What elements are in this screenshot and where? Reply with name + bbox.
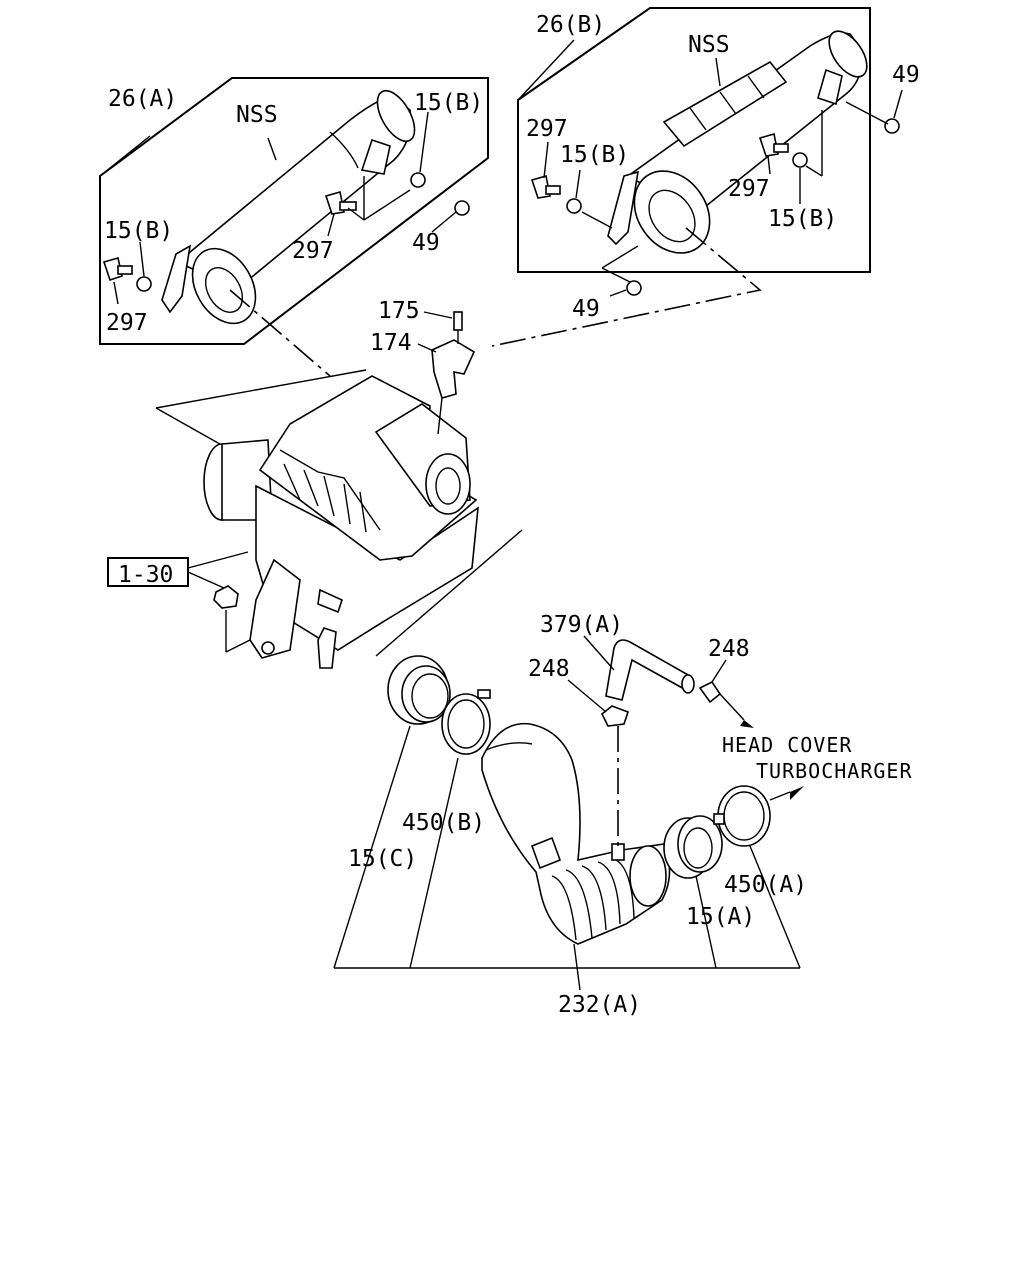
label-49-a: 49 (412, 230, 440, 256)
label-15c: 15(C) (348, 846, 417, 872)
label-450a: 450(A) (724, 872, 807, 898)
label-head-cover: HEAD COVER (722, 733, 852, 757)
drain-valve (317, 627, 337, 669)
label-248-left: 248 (528, 656, 570, 682)
label-175: 175 (378, 298, 420, 324)
bolt-297-left (102, 256, 133, 282)
label-nss-b: NSS (688, 32, 730, 58)
label-297-left-b: 297 (526, 116, 568, 142)
sensor-174 (431, 311, 476, 399)
label-1-30: 1-30 (118, 562, 173, 588)
nut-15b-left (136, 276, 152, 292)
duct-26b (607, 30, 868, 254)
label-248-right: 248 (708, 636, 750, 662)
label-297-left-a: 297 (106, 310, 148, 336)
nut-15b-right-b (792, 152, 808, 168)
label-turbocharger: TURBOCHARGER (756, 759, 913, 783)
label-26a: 26(A) (108, 86, 177, 112)
label-49-top-b: 49 (892, 62, 920, 88)
label-379a: 379(A) (540, 612, 623, 638)
hose-232a (481, 722, 671, 945)
inset-26a: 26(A) NSS 15(B) 15(B) 297 297 49 (99, 77, 489, 345)
label-15b-left-a: 15(B) (104, 218, 173, 244)
mount-bracket (249, 558, 301, 659)
connect-line-a (229, 289, 331, 377)
intake-hose-assembly: 379(A) 248 248 HEAD COVER TURBOCHARGER 4… (333, 612, 913, 1018)
inset-26b-frame (517, 7, 871, 273)
hose-379a (605, 639, 691, 701)
bolt-297-right-b (758, 132, 789, 157)
label-26b: 26(B) (536, 12, 605, 38)
label-297-mid-a: 297 (292, 238, 334, 264)
nut-49-top-b (884, 118, 900, 134)
nut-15b-top (410, 172, 426, 188)
nut-15b-left-b (566, 198, 582, 214)
clamp-450a (717, 785, 771, 847)
clamp-450b (441, 693, 491, 755)
outlet-ring (425, 453, 471, 515)
label-174: 174 (370, 330, 412, 356)
nut-49-inset-a (454, 200, 470, 216)
label-49-bottom-b: 49 (572, 296, 600, 322)
bolt-297-mid (324, 190, 357, 215)
duct-26a (161, 89, 416, 325)
label-297-right-b: 297 (728, 176, 770, 202)
label-15b-top-a: 15(B) (414, 90, 483, 116)
clip-248-right (698, 680, 722, 704)
label-232a: 232(A) (558, 992, 641, 1018)
box-1-30 (107, 557, 189, 587)
inset-26b: 26(B) NSS 49 297 15(B) 297 15(B) 49 (517, 7, 920, 322)
clip-248-left (600, 705, 630, 727)
connect-line-b (491, 227, 762, 347)
inset-26a-frame (99, 77, 489, 345)
bolt-297-left-b (530, 174, 561, 199)
label-15a: 15(A) (686, 904, 755, 930)
label-15b-right-b: 15(B) (768, 206, 837, 232)
label-nss-a: NSS (236, 102, 278, 128)
label-15b-left-b: 15(B) (560, 142, 629, 168)
air-cleaner-assembly: 175 174 1-30 (107, 298, 523, 669)
nut-49-bottom-b (626, 280, 642, 296)
label-450b: 450(B) (402, 810, 485, 836)
nut-1-30 (213, 585, 239, 609)
